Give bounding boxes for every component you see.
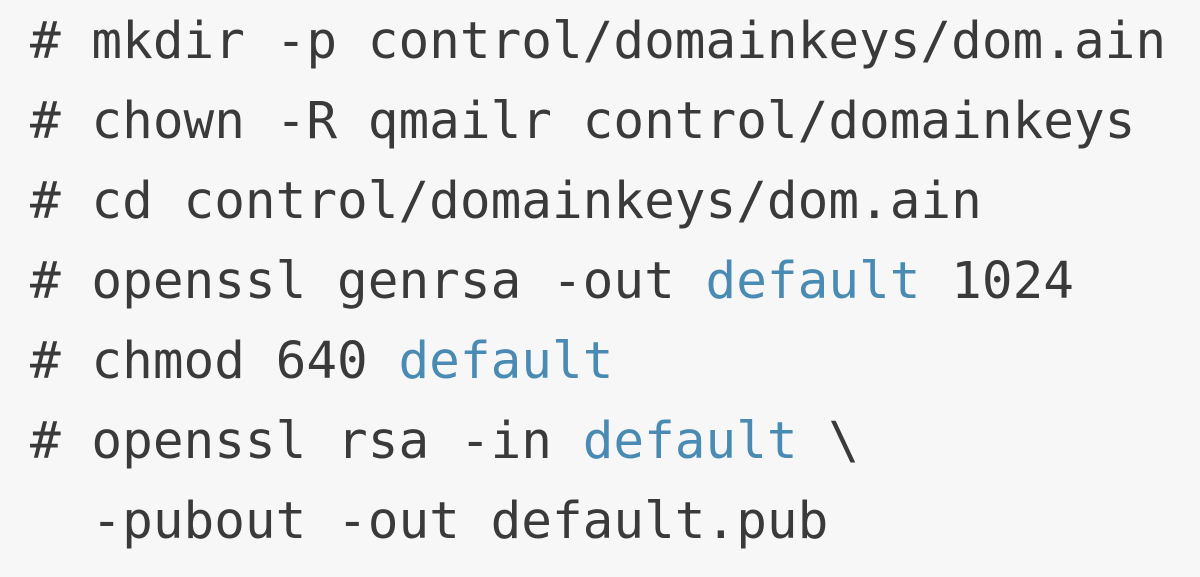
code-line: # openssl genrsa -out default 1024: [30, 242, 1200, 322]
code-text: \: [797, 412, 860, 471]
code-text: # chmod 640: [30, 332, 399, 391]
highlighted-token: default: [705, 252, 921, 311]
code-text: -pubout -out default.pub: [30, 492, 829, 551]
code-line: -pubout -out default.pub: [30, 482, 1200, 562]
highlighted-token: default: [582, 412, 798, 471]
code-line: # mkdir -p control/domainkeys/dom.ain: [30, 2, 1200, 82]
code-line: # cd control/domainkeys/dom.ain: [30, 162, 1200, 242]
code-text: # chown -R qmailr control/domainkeys: [30, 92, 1136, 151]
code-text: # openssl genrsa -out: [30, 252, 706, 311]
code-text: # openssl rsa -in: [30, 412, 583, 471]
highlighted-token: default: [398, 332, 614, 391]
code-line: # chmod 640 default: [30, 322, 1200, 402]
code-line: # openssl rsa -in default \: [30, 402, 1200, 482]
code-text: 1024: [920, 252, 1074, 311]
code-text: # mkdir -p control/domainkeys/dom.ain: [30, 12, 1167, 71]
shell-commands: # mkdir -p control/domainkeys/dom.ain # c…: [30, 2, 1200, 562]
code-line: # chown -R qmailr control/domainkeys: [30, 82, 1200, 162]
code-text: # cd control/domainkeys/dom.ain: [30, 172, 982, 231]
